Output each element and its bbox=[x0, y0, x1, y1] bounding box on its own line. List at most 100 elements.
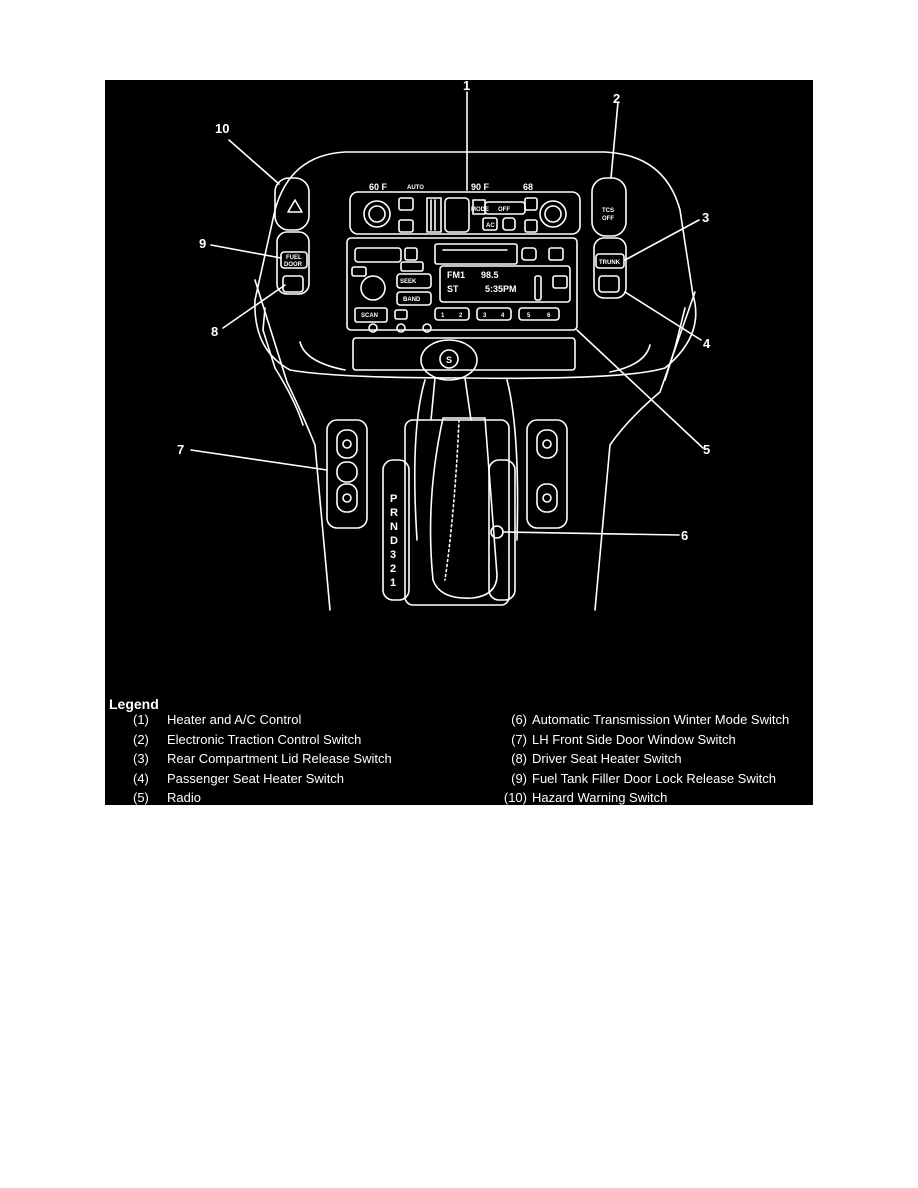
leader-6 bbox=[502, 531, 680, 536]
callout-8: 8 bbox=[211, 324, 218, 339]
legend-text: Driver Seat Heater Switch bbox=[532, 751, 682, 766]
legend-text: Heater and A/C Control bbox=[167, 712, 302, 727]
legend-item: (2) Electronic Traction Control Switch bbox=[105, 730, 485, 750]
legend-text: Hazard Warning Switch bbox=[532, 790, 668, 805]
trunk-switch bbox=[595, 253, 625, 269]
shifter-boot bbox=[429, 417, 498, 599]
climate-right-temp: 90 F bbox=[471, 182, 490, 192]
climate-mode: AUTO bbox=[407, 185, 424, 191]
legend-right-column: (6) Automatic Transmission Winter Mode Sw… bbox=[495, 710, 813, 805]
legend-title: Legend bbox=[109, 696, 159, 712]
preset-6-label: 6 bbox=[547, 313, 551, 319]
tcs-label-line1: TCS bbox=[602, 208, 614, 214]
legend-number: (9) bbox=[511, 770, 527, 786]
preset-1-label: 1 bbox=[441, 313, 445, 319]
console-illustration: 1 2 3 4 5 6 7 8 9 10 60 F AUTO 90 F 68 M… bbox=[177, 80, 711, 611]
leader-7 bbox=[190, 449, 328, 471]
legend-number: (8) bbox=[511, 751, 527, 766]
radio-band-display: FM1 bbox=[447, 270, 465, 280]
legend-text: Radio bbox=[167, 790, 201, 805]
legend-item: (1)Heater and A/C Control bbox=[105, 710, 485, 730]
fuel-door-switch bbox=[280, 251, 308, 269]
legend-text: Electronic Traction Control Switch bbox=[167, 731, 362, 747]
radio-clock: 5:35PM bbox=[485, 284, 517, 294]
legend-number: (7) bbox=[511, 731, 527, 747]
legend-item: (3)Rear Compartment Lid Release Switch bbox=[105, 749, 485, 769]
tcs-switch bbox=[591, 177, 627, 237]
preset-3-4 bbox=[476, 307, 512, 321]
volume-knob bbox=[360, 275, 386, 301]
legend-item: (5)Radio bbox=[105, 788, 485, 805]
mode-label: MODE bbox=[471, 207, 489, 213]
radio-lcd bbox=[439, 265, 571, 303]
leader-9 bbox=[210, 244, 282, 259]
legend-number: (2) bbox=[133, 731, 149, 747]
gear-r: R bbox=[390, 507, 398, 519]
trunk-label: TRUNK bbox=[599, 260, 621, 266]
climate-outside-temp: 68 bbox=[523, 182, 533, 192]
radio-stereo: ST bbox=[447, 284, 459, 294]
console-bezel bbox=[254, 151, 697, 380]
gear-indicator-slot bbox=[382, 459, 410, 601]
leader-5 bbox=[576, 329, 704, 449]
driver-seat-heater-switch bbox=[282, 275, 304, 293]
preset-5-label: 5 bbox=[527, 313, 531, 319]
gear-3: 3 bbox=[390, 549, 396, 561]
seek-scan-button bbox=[396, 273, 432, 289]
cassette-slot bbox=[434, 243, 518, 265]
legend-number: (4) bbox=[133, 770, 149, 786]
callout-7: 7 bbox=[177, 442, 184, 457]
preset-3-label: 3 bbox=[483, 313, 487, 319]
callout-2: 2 bbox=[613, 91, 620, 106]
legend-item: (10)Hazard Warning Switch bbox=[495, 788, 813, 805]
leader-10 bbox=[228, 139, 280, 185]
band-label: BAND bbox=[403, 297, 421, 303]
legend-left-column: (1)Heater and A/C Control (2) Electronic … bbox=[105, 710, 485, 805]
ac-label: AC bbox=[486, 223, 495, 229]
legend-text: Rear Compartment Lid Release Switch bbox=[167, 751, 392, 766]
preset-1-2 bbox=[434, 307, 470, 321]
callout-3: 3 bbox=[702, 210, 709, 225]
legend-text: Passenger Seat Heater Switch bbox=[167, 770, 345, 786]
legend-item: (4) Passenger Seat Heater Switch bbox=[105, 769, 485, 789]
legend-item: (7) LH Front Side Door Window Switch bbox=[495, 730, 813, 750]
window-switch-pod-left bbox=[326, 419, 368, 529]
callout-4: 4 bbox=[703, 336, 711, 351]
leader-4 bbox=[624, 291, 702, 341]
gear-2: 2 bbox=[390, 563, 396, 575]
legend-text: Automatic Transmission Winter Mode Switc… bbox=[532, 712, 790, 727]
climate-panel bbox=[349, 191, 581, 235]
legend-number: (6) bbox=[511, 712, 527, 727]
fuel-label-line1: FUEL bbox=[286, 255, 302, 261]
shift-gate bbox=[404, 419, 510, 606]
hazard-switch bbox=[274, 177, 310, 231]
passenger-seat-heater-switch bbox=[598, 275, 620, 293]
left-switch-pod bbox=[276, 231, 310, 295]
seek-label: SEEK bbox=[400, 279, 417, 285]
legend-text: LH Front Side Door Window Switch bbox=[532, 731, 736, 747]
shifter-knob bbox=[420, 339, 478, 381]
right-temp-knob bbox=[539, 200, 567, 228]
radio-frequency: 98.5 bbox=[481, 270, 499, 280]
gear-p: P bbox=[390, 493, 397, 505]
preset-5-6 bbox=[518, 307, 560, 321]
gear-1: 1 bbox=[390, 577, 396, 589]
leader-2 bbox=[610, 101, 619, 179]
legend-item: (6) Automatic Transmission Winter Mode Sw… bbox=[495, 710, 813, 730]
winter-mode-slot bbox=[488, 459, 516, 601]
hazard-triangle-icon bbox=[287, 199, 303, 213]
leader-8 bbox=[222, 284, 286, 329]
gear-d: D bbox=[390, 535, 398, 547]
fuel-label-line2: DOOR bbox=[284, 262, 303, 268]
callout-5: 5 bbox=[703, 442, 710, 457]
legend-item: (8) Driver Seat Heater Switch bbox=[495, 749, 813, 769]
leader-3 bbox=[624, 219, 700, 261]
ac-button bbox=[482, 217, 498, 231]
right-switch-pod bbox=[593, 237, 627, 299]
shifter-knob-label: S bbox=[446, 355, 452, 365]
console-diagram: 1 2 3 4 5 6 7 8 9 10 60 F AUTO 90 F 68 M… bbox=[105, 80, 813, 805]
off-label: OFF bbox=[498, 207, 510, 213]
tcs-label-line2: OFF bbox=[602, 216, 614, 222]
window-switch-pod-right bbox=[526, 419, 568, 529]
legend-text: Fuel Tank Filler Door Lock Release Switc… bbox=[532, 770, 776, 786]
